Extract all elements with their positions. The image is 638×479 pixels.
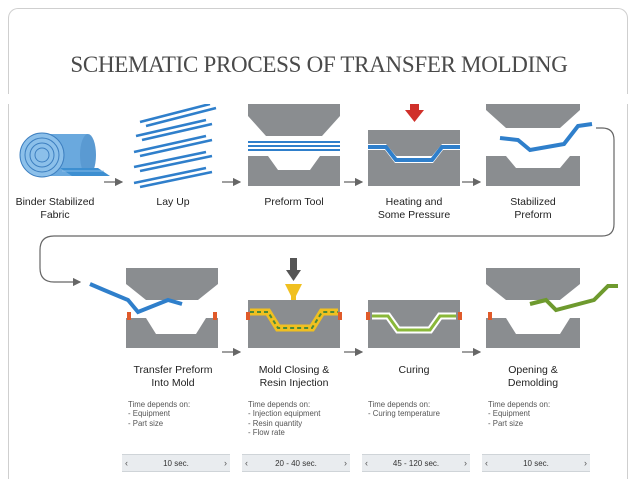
chevron-left-icon: ‹: [125, 458, 128, 468]
resin-injection-illustration: [246, 258, 342, 348]
duration-bar-transfer: ‹10 sec.›: [122, 454, 230, 472]
step-label-resin-injection: Mold Closing &Resin Injection: [258, 364, 330, 389]
step-label-preform-tool: Preform Tool: [264, 196, 324, 208]
duration-bar-injection: ‹20 - 40 sec.›: [242, 454, 350, 472]
preform-tool-illustration: [248, 104, 340, 186]
demolding-illustration: [486, 268, 618, 348]
slide-title: SCHEMATIC PROCESS OF TRANSFER MOLDING: [70, 52, 568, 77]
transfer-preform-illustration: [89, 268, 218, 348]
time-note-injection: Time depends on:- Injection equipment- R…: [248, 400, 321, 438]
time-note-curing: Time depends on:- Curing temperature: [368, 400, 440, 419]
lay-up-illustration: [133, 102, 217, 189]
stabilized-preform-illustration: [486, 96, 593, 186]
chevron-left-icon: ‹: [245, 458, 248, 468]
slide-frame: [8, 8, 628, 479]
time-note-demolding: Time depends on:- Equipment- Part size: [488, 400, 551, 428]
duration-bar-demolding: ‹10 sec.›: [482, 454, 590, 472]
step-label-demolding: Opening &Demolding: [507, 364, 559, 389]
chevron-left-icon: ‹: [485, 458, 488, 468]
title-divider: [0, 94, 638, 104]
chevron-left-icon: ‹: [365, 458, 368, 468]
step-label-lay-up: Lay Up: [156, 196, 190, 208]
chevron-right-icon: ›: [344, 458, 347, 468]
curing-illustration: [366, 300, 462, 348]
fabric-roll-illustration: [19, 132, 110, 178]
duration-bar-curing: ‹45 - 120 sec.›: [362, 454, 470, 472]
chevron-right-icon: ›: [224, 458, 227, 468]
chevron-right-icon: ›: [584, 458, 587, 468]
chevron-right-icon: ›: [464, 458, 467, 468]
time-note-transfer: Time depends on:- Equipment- Part size: [128, 400, 191, 428]
heating-illustration: [368, 96, 460, 186]
row-connector-arrow: [39, 127, 615, 287]
step-label-curing: Curing: [398, 364, 430, 376]
